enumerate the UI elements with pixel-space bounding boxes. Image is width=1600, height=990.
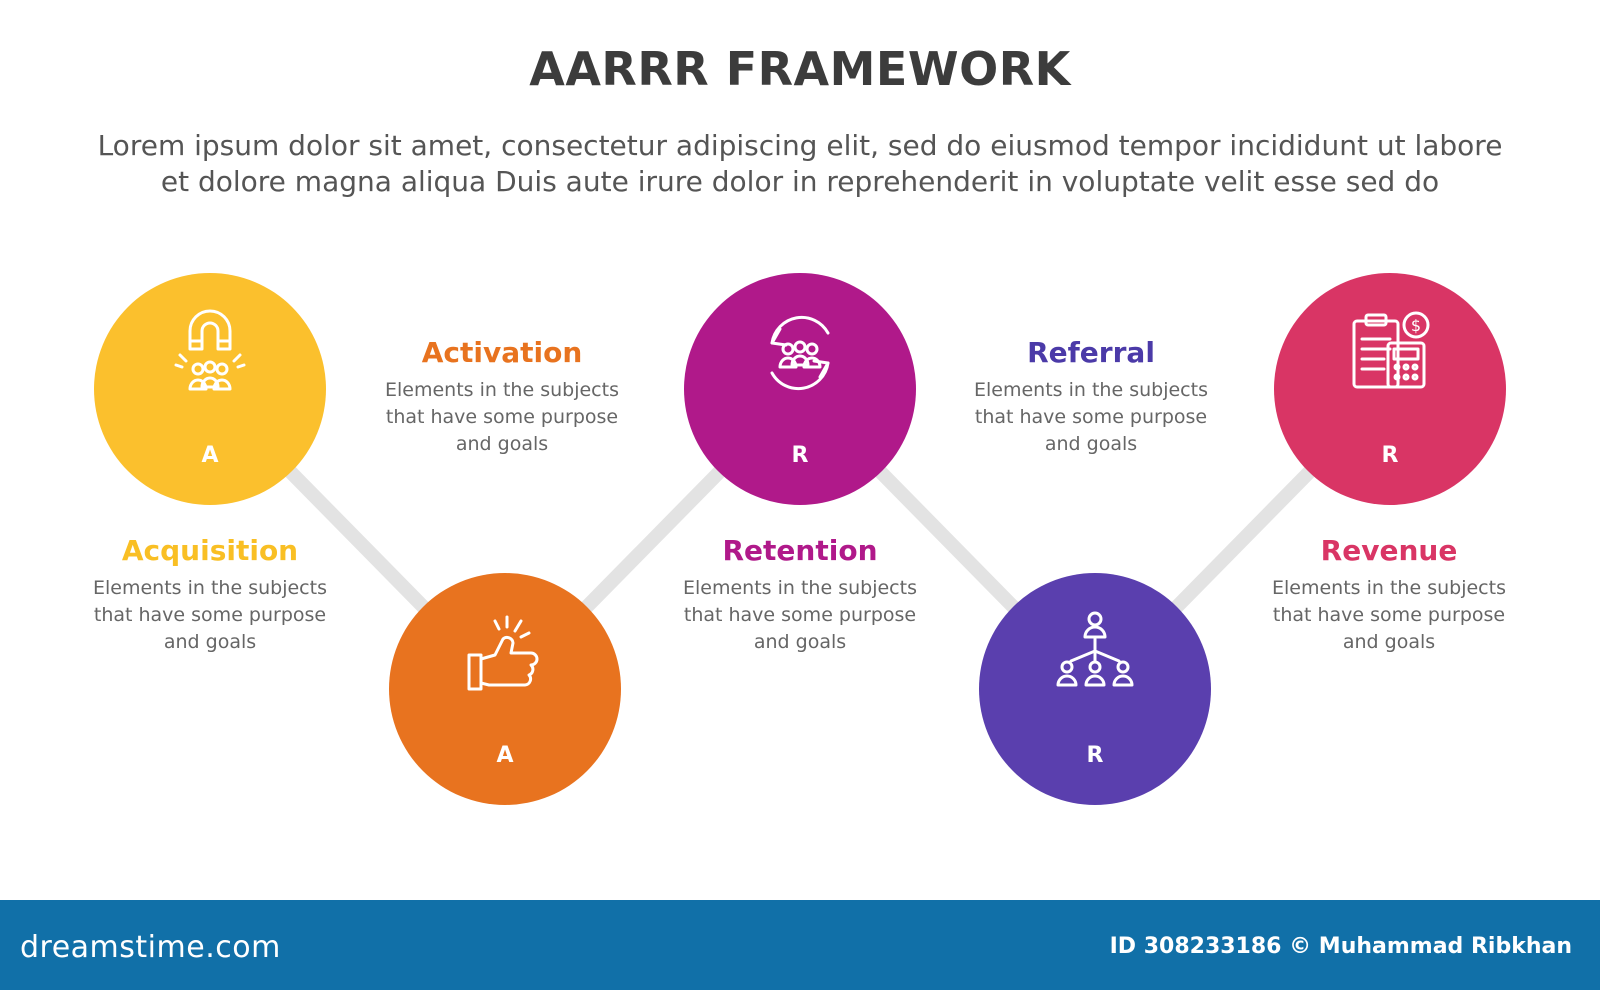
svg-text:$: $: [1411, 316, 1421, 335]
stage-label-retention: Retention Elements in the subjects that …: [650, 531, 950, 656]
stage-title: Acquisition: [121, 534, 299, 567]
stage-letter: R: [791, 443, 809, 468]
magnet-people-icon: [174, 309, 246, 391]
stage-node-acquisition: A: [94, 273, 326, 505]
footer-bar: dreamstime.com ID 308233186 © Muhammad R…: [0, 900, 1600, 990]
desc-line: that have some purpose: [93, 604, 327, 626]
subtitle-line: Lorem ipsum dolor sit amet, consectetur …: [97, 129, 1503, 162]
stage-label-referral: Referral Elements in the subjects that h…: [941, 333, 1241, 458]
stage-description: Elements in the subjects that have some …: [352, 377, 652, 458]
invoice-calculator-icon: $: [1352, 311, 1430, 389]
stage-node-retention: R: [684, 273, 916, 505]
desc-line: that have some purpose: [1272, 604, 1506, 626]
desc-line: that have some purpose: [974, 406, 1208, 428]
desc-line: that have some purpose: [385, 406, 619, 428]
stage-title: Activation: [421, 336, 583, 369]
people-cycle-icon: [770, 315, 830, 391]
stage-node-referral: R: [979, 573, 1211, 805]
stage-letter: A: [201, 443, 219, 468]
dreamstime-logo: dreamstime.com: [20, 930, 281, 965]
desc-line: and goals: [753, 631, 847, 653]
stage-description: Elements in the subjects that have some …: [60, 575, 360, 656]
page-subtitle: Lorem ipsum dolor sit amet, consectetur …: [60, 128, 1540, 200]
desc-line: Elements in the subjects: [93, 577, 327, 599]
desc-line: Elements in the subjects: [683, 577, 917, 599]
desc-line: and goals: [1044, 433, 1138, 455]
desc-line: Elements in the subjects: [974, 379, 1208, 401]
desc-line: and goals: [163, 631, 257, 653]
page-title: AARRR FRAMEWORK: [529, 42, 1071, 96]
desc-line: and goals: [455, 433, 549, 455]
stage-title: Revenue: [1320, 534, 1458, 567]
stage-letter: R: [1381, 443, 1399, 468]
stage-letter: R: [1086, 743, 1104, 768]
stage-node-revenue: $ R: [1274, 273, 1506, 505]
stage-node-activation: A: [389, 573, 621, 805]
stage-title: Retention: [722, 534, 878, 567]
stage-title: Referral: [1027, 336, 1155, 369]
stage-label-activation: Activation Elements in the subjects that…: [352, 333, 652, 458]
desc-line: that have some purpose: [683, 604, 917, 626]
subtitle-line: et dolore magna aliqua Duis aute irure d…: [160, 165, 1440, 198]
referral-network-icon: [1056, 611, 1134, 687]
stage-description: Elements in the subjects that have some …: [941, 377, 1241, 458]
desc-line: Elements in the subjects: [385, 379, 619, 401]
stage-label-acquisition: Acquisition Elements in the subjects tha…: [60, 531, 360, 656]
stage-description: Elements in the subjects that have some …: [1239, 575, 1539, 656]
desc-line: Elements in the subjects: [1272, 577, 1506, 599]
desc-line: and goals: [1342, 631, 1436, 653]
thumbs-up-icon: [467, 615, 539, 691]
stage-label-revenue: Revenue Elements in the subjects that ha…: [1239, 531, 1539, 656]
stage-letter: A: [496, 743, 514, 768]
stage-description: Elements in the subjects that have some …: [650, 575, 950, 656]
image-credit: ID 308233186 © Muhammad Ribkhan: [1109, 934, 1572, 959]
